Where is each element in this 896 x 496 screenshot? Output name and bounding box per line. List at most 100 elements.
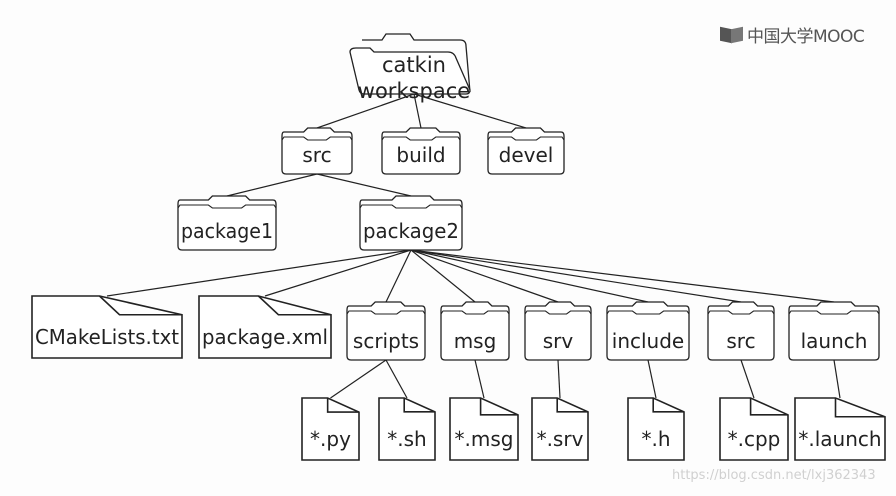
- edge-to-src: [316, 93, 415, 129]
- edge-to-package2: [316, 173, 412, 197]
- edge-to-py: [330, 359, 387, 399]
- folder-flap: [177, 204, 277, 209]
- node-label: scripts: [353, 329, 419, 353]
- node-label: *.srv: [537, 427, 584, 451]
- node-sh[interactable]: *.sh: [378, 397, 436, 461]
- folder-icon: [788, 301, 880, 361]
- folder-flap: [606, 310, 690, 315]
- folder-back: [362, 33, 471, 93]
- node-package2[interactable]: package2: [359, 195, 463, 251]
- file-fold: [479, 398, 518, 416]
- node-label: *.py: [310, 427, 351, 451]
- folder-flap: [524, 310, 592, 315]
- node-label: msg: [454, 329, 497, 353]
- file-fold: [98, 295, 182, 316]
- folder-icon: [177, 195, 277, 251]
- node-scripts[interactable]: scripts: [346, 301, 426, 361]
- folder-icon: [359, 195, 463, 251]
- folder-icon: [381, 127, 461, 175]
- node-label: *.launch: [798, 427, 881, 451]
- edge-to-cpp: [740, 359, 755, 399]
- file-fold: [403, 398, 435, 413]
- folder-flap: [281, 136, 353, 141]
- edge-to-h: [647, 359, 657, 399]
- node-label: srv: [543, 329, 574, 353]
- edge-to-sh: [385, 359, 408, 399]
- node-devel[interactable]: devel: [487, 127, 565, 175]
- file-fold: [652, 398, 684, 413]
- node-srv[interactable]: srv: [524, 301, 592, 361]
- node-h[interactable]: *.h: [627, 397, 685, 461]
- file-icon: [31, 295, 183, 359]
- node-label: src: [726, 329, 755, 353]
- mooc-logo: 中国大学MOOC: [720, 22, 865, 47]
- mooc-logo-text: 中国大学MOOC: [747, 27, 865, 47]
- node-label: CMakeLists.txt: [35, 325, 179, 349]
- edge-to-src2: [410, 249, 742, 303]
- node-label: src: [302, 143, 331, 167]
- node-label: *.sh: [387, 427, 426, 451]
- folder-flap: [707, 310, 775, 315]
- node-src2[interactable]: src: [707, 301, 775, 361]
- file-icon: [449, 397, 519, 461]
- mooc-logo-icon: [720, 27, 744, 43]
- node-py[interactable]: *.py: [301, 397, 360, 461]
- node-label: *.cpp: [728, 427, 781, 451]
- tree-edges: [106, 93, 841, 399]
- node-label: package.xml: [202, 325, 328, 349]
- edge-to-srv: [410, 249, 559, 303]
- edge-to-include: [410, 249, 649, 303]
- node-msg[interactable]: msg: [440, 301, 510, 361]
- file-icon: [198, 295, 332, 359]
- node-launch[interactable]: launch: [788, 301, 880, 361]
- node-srvf[interactable]: *.srv: [531, 397, 589, 461]
- edge-to-scripts: [385, 249, 412, 303]
- node-include[interactable]: include: [606, 301, 690, 361]
- folder-flap: [440, 310, 510, 315]
- node-label: package1: [181, 219, 273, 243]
- node-label: devel: [499, 143, 554, 167]
- edge-to-package1: [226, 173, 318, 197]
- node-label: build: [396, 143, 445, 167]
- node-src[interactable]: src: [281, 127, 353, 175]
- watermark: https://blog.csdn.net/lxj362343: [672, 468, 876, 483]
- folder-icon: [346, 301, 426, 361]
- node-build[interactable]: build: [381, 127, 461, 175]
- folder-icon: [281, 127, 353, 175]
- folder-icon: [606, 301, 690, 361]
- folder-icon: [707, 301, 775, 361]
- node-label: package2: [363, 219, 459, 243]
- file-icon: [531, 397, 589, 461]
- node-msgf[interactable]: *.msg: [449, 397, 519, 461]
- file-icon: [794, 397, 886, 461]
- file-fold: [326, 398, 359, 413]
- file-fold: [257, 295, 331, 316]
- node-cmakelists[interactable]: CMakeLists.txt: [31, 295, 183, 359]
- file-fold: [834, 398, 885, 418]
- folder-flap: [788, 310, 880, 315]
- node-package1[interactable]: package1: [177, 195, 277, 251]
- node-label: include: [612, 329, 684, 353]
- edge-to-build: [413, 93, 422, 129]
- edge-to-msgf: [474, 359, 485, 399]
- folder-icon: [349, 47, 471, 95]
- node-launchf[interactable]: *.launch: [794, 397, 886, 461]
- node-label: *.msg: [455, 427, 514, 451]
- folder-icon: [487, 127, 565, 175]
- file-fold: [749, 398, 788, 416]
- node-cpp[interactable]: *.cpp: [719, 397, 789, 461]
- node-label: launch: [801, 329, 868, 353]
- folder-icon: [524, 301, 592, 361]
- folder-flap: [487, 136, 565, 141]
- file-icon: [378, 397, 436, 461]
- folder-flap: [359, 204, 463, 209]
- file-icon: [627, 397, 685, 461]
- edge-to-launchf: [833, 359, 841, 399]
- node-label: workspace: [358, 79, 470, 103]
- file-fold: [556, 398, 588, 413]
- file-icon: [301, 397, 360, 461]
- edge-to-launch: [410, 249, 835, 303]
- node-packagexml[interactable]: package.xml: [198, 295, 332, 359]
